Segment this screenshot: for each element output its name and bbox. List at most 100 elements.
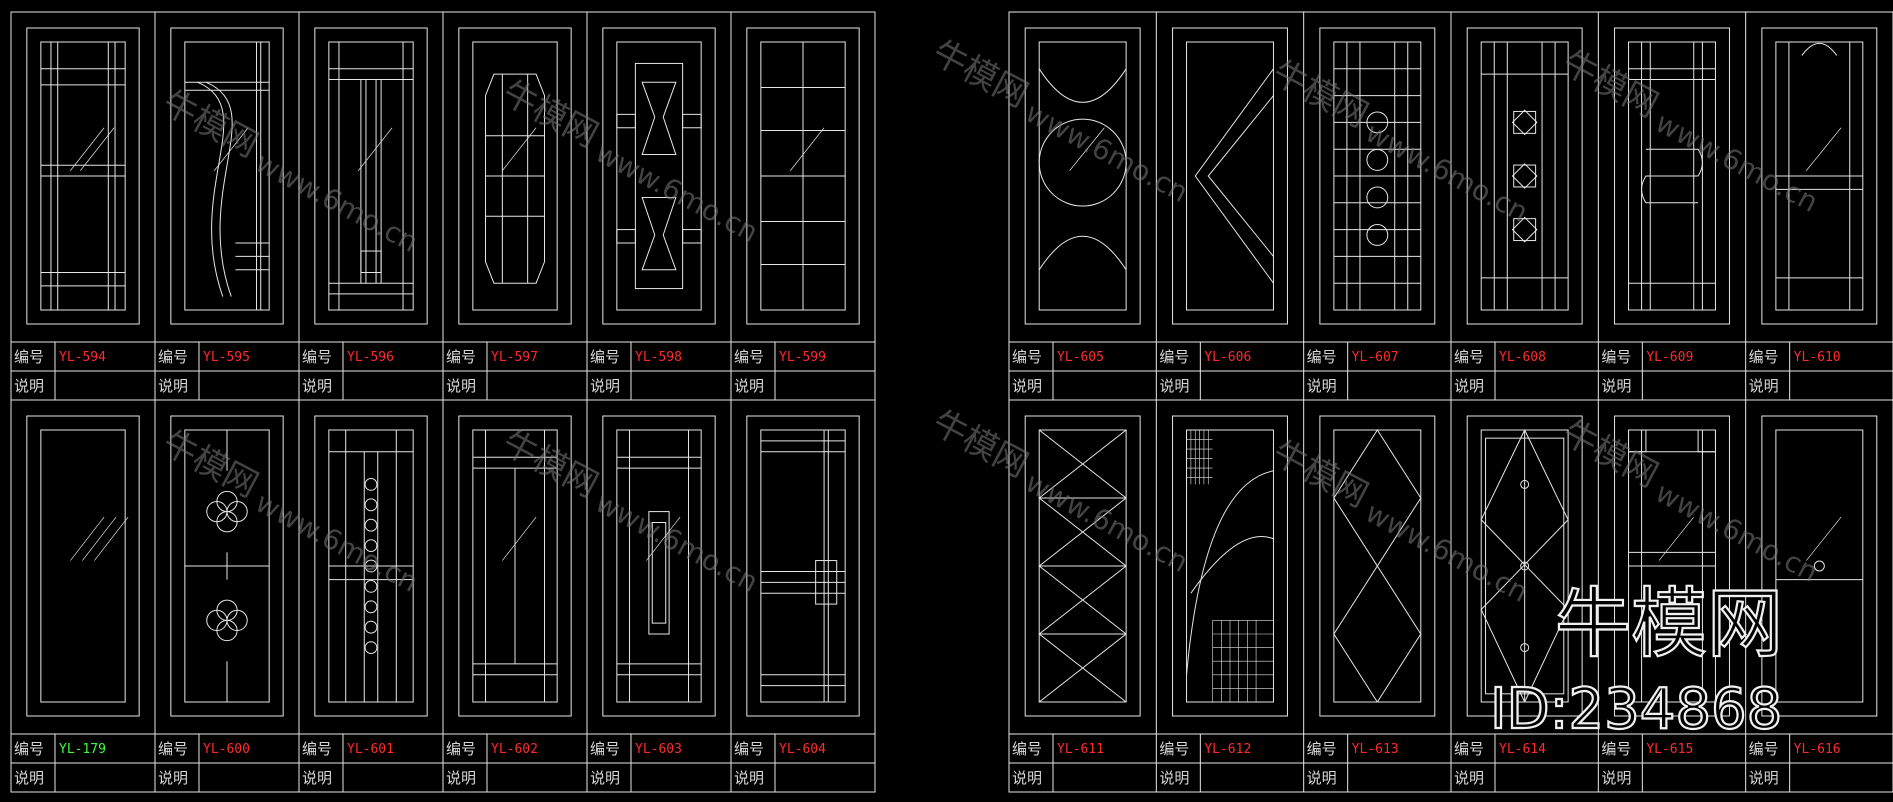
door-code: YL-598	[635, 350, 682, 365]
door-code: YL-611	[1057, 742, 1104, 757]
frame-rect	[1186, 41, 1274, 311]
door-drawing	[1466, 415, 1583, 717]
door-code: YL-606	[1204, 350, 1251, 365]
number-label: 编号	[1012, 740, 1042, 758]
frame-rect	[616, 41, 702, 311]
pattern-path	[1801, 42, 1838, 56]
door-code: YL-599	[779, 350, 826, 365]
frame-line	[70, 127, 105, 171]
note-label: 说明	[1601, 769, 1631, 787]
frame-rect	[651, 521, 667, 624]
frame-line	[358, 127, 393, 171]
number-label: 编号	[1012, 348, 1042, 366]
note-label: 说明	[14, 769, 44, 787]
frame-rect	[26, 415, 140, 717]
door-drawing	[26, 27, 140, 325]
number-label: 编号	[590, 348, 620, 366]
door-drawing	[1172, 415, 1288, 717]
small-watermark-url: www.6mo.cn	[1650, 106, 1823, 219]
small-watermark-logo: 牛模网	[926, 33, 1035, 116]
pattern-path	[197, 81, 225, 297]
door-drawing	[1466, 27, 1583, 325]
frame-rect	[1513, 164, 1537, 188]
frame-rect	[314, 27, 428, 325]
frame-line	[502, 516, 537, 561]
door-drawing	[1024, 415, 1141, 717]
frame-rect	[1172, 27, 1288, 325]
frame-rect	[360, 250, 382, 273]
small-watermark-logo: 牛模网	[1556, 43, 1665, 126]
pattern-path	[1511, 216, 1538, 243]
number-label: 编号	[1159, 348, 1189, 366]
frame-rect	[1628, 41, 1716, 311]
note-label: 说明	[1307, 377, 1337, 395]
frame-rect	[648, 511, 670, 635]
frame-line	[94, 516, 129, 561]
pattern-path	[1186, 470, 1274, 675]
door-code: YL-597	[491, 350, 538, 365]
small-watermark-url: www.6mo.cn	[1020, 96, 1193, 209]
small-watermark-logo: 牛模网	[1556, 413, 1665, 496]
frame-rect	[602, 27, 716, 325]
pattern-circle	[1366, 224, 1389, 246]
frame-rect	[1319, 27, 1436, 325]
note-label: 说明	[1159, 377, 1189, 395]
pattern-circle	[1366, 186, 1389, 209]
small-watermark-url: www.6mo.cn	[250, 146, 423, 259]
pattern-circle	[364, 539, 378, 553]
pattern-path	[1511, 163, 1538, 189]
note-label: 说明	[590, 377, 620, 395]
door-drawing	[170, 415, 284, 717]
logo-watermark: 牛模网 ID:234868	[1489, 578, 1784, 743]
note-label: 说明	[1307, 769, 1337, 787]
pattern-path	[1038, 235, 1127, 271]
frame-rect	[458, 27, 572, 325]
number-label: 编号	[1454, 740, 1484, 758]
door-code: YL-613	[1352, 742, 1399, 757]
door-code: YL-616	[1794, 742, 1841, 757]
door-drawing	[1024, 27, 1141, 325]
small-watermark-logo: 牛模网	[496, 423, 605, 506]
frame-rect	[1628, 429, 1647, 453]
pattern-circle	[364, 579, 378, 593]
frame-line	[82, 516, 117, 561]
frame-line	[1806, 127, 1842, 171]
note-label: 说明	[1749, 377, 1779, 395]
frame-rect	[1513, 110, 1537, 134]
door-code: YL-604	[779, 742, 826, 757]
small-watermark-logo: 牛模网	[926, 403, 1035, 486]
pattern-path	[1190, 536, 1274, 594]
frame-rect	[1775, 429, 1864, 703]
frame-rect	[746, 27, 860, 325]
frame-rect	[472, 41, 558, 311]
pattern-circle	[1038, 118, 1127, 207]
pattern-circle	[1813, 560, 1825, 572]
door-drawing	[746, 27, 860, 325]
number-label: 编号	[1601, 348, 1631, 366]
door-code: YL-610	[1794, 350, 1841, 365]
frame-rect	[616, 113, 636, 129]
number-label: 编号	[1159, 740, 1189, 758]
note-label: 说明	[1012, 377, 1042, 395]
door-drawing	[26, 415, 140, 717]
note-label: 说明	[14, 377, 44, 395]
frame-rect	[1172, 415, 1288, 717]
note-label: 说明	[446, 769, 476, 787]
frame-rect	[746, 415, 860, 717]
door-drawing	[1614, 27, 1730, 325]
door-drawing	[314, 27, 428, 325]
frame-rect	[170, 415, 284, 717]
small-watermark-url: www.6mo.cn	[590, 486, 763, 599]
pattern-path	[1038, 68, 1127, 103]
